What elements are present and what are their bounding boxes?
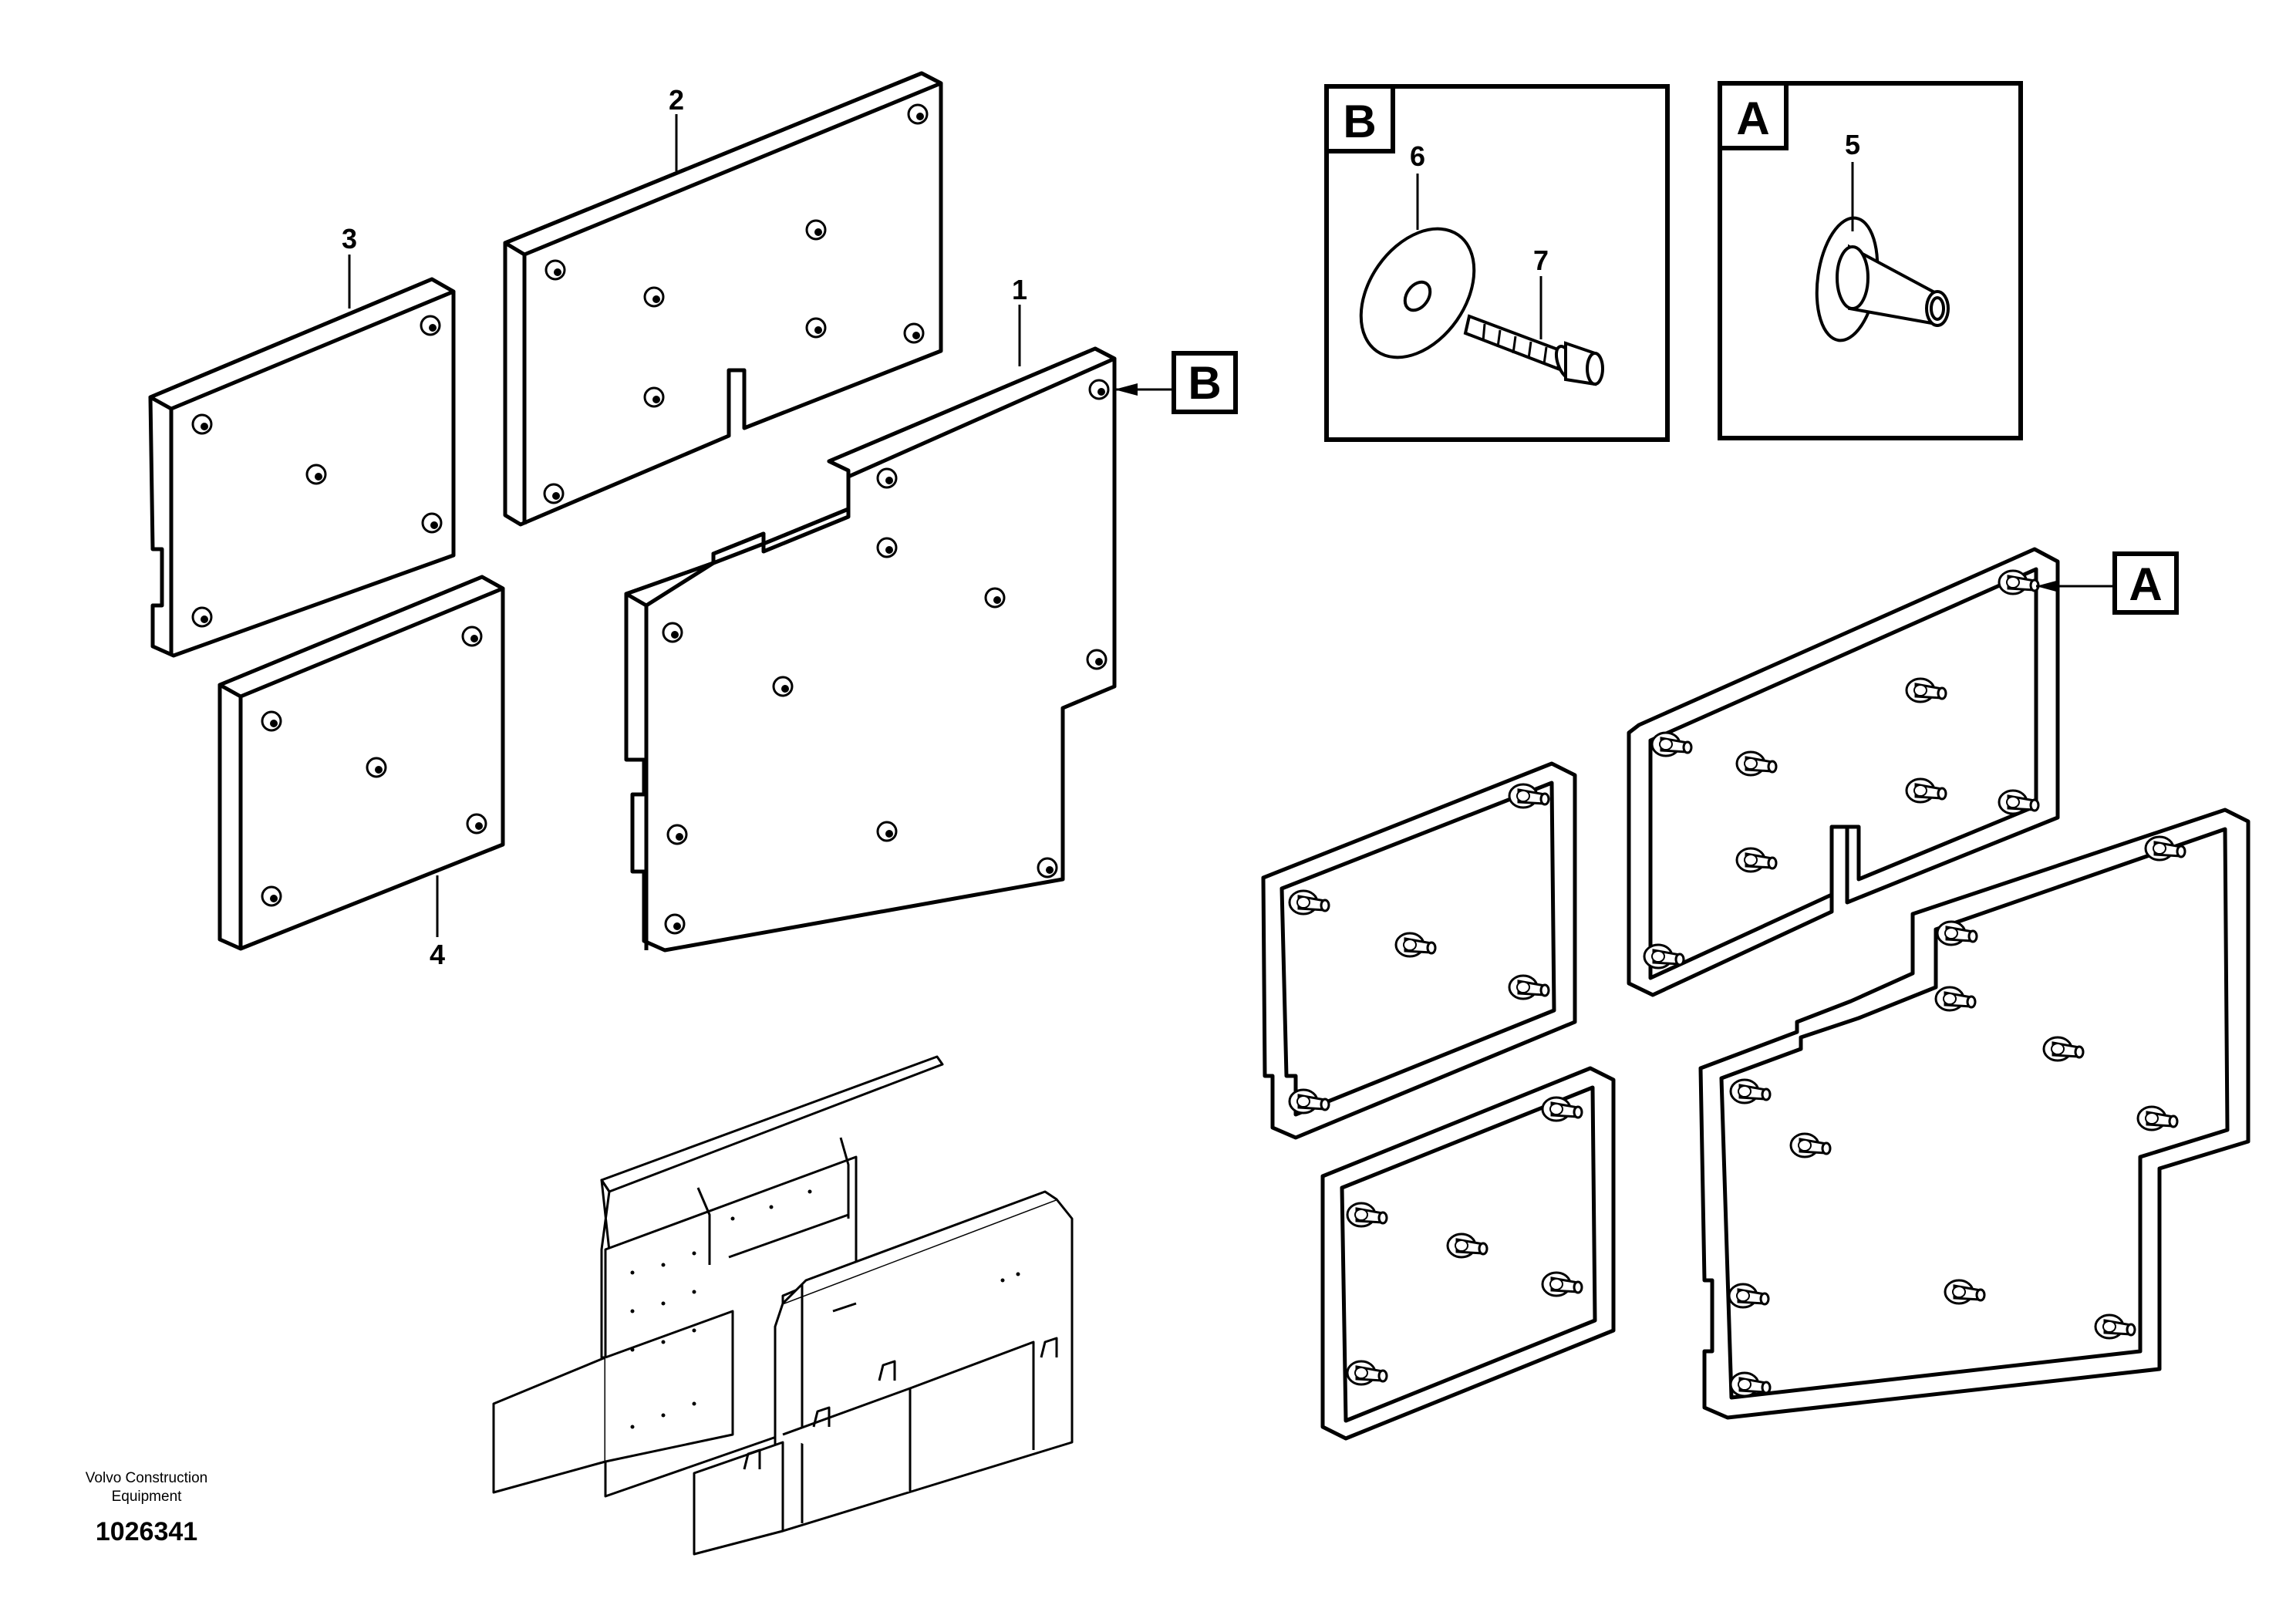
callout-7: 7 bbox=[1533, 244, 1549, 276]
stud-part-5 bbox=[1815, 216, 1950, 342]
detail-a-title: A bbox=[1736, 93, 1769, 144]
detail-b-reference-box bbox=[1172, 351, 1238, 414]
callout-6: 6 bbox=[1410, 140, 1425, 172]
footer-block: Volvo Construction Equipment 1026341 bbox=[46, 1469, 247, 1547]
panel-part-3 bbox=[148, 277, 456, 658]
drawing-number: 1026341 bbox=[95, 1517, 198, 1546]
arrow-to-detail-b bbox=[1114, 383, 1138, 396]
panel-part-4 bbox=[217, 575, 505, 951]
panel-part-2 bbox=[503, 71, 943, 527]
bolt-part-7 bbox=[1463, 314, 1604, 386]
rear-panel-upper bbox=[1627, 547, 2060, 997]
company-name-line2: Equipment bbox=[111, 1489, 182, 1505]
company-name-line1: Volvo Construction bbox=[85, 1470, 208, 1486]
panel-part-1 bbox=[624, 346, 1117, 953]
callout-2: 2 bbox=[669, 84, 684, 116]
callout-3: 3 bbox=[342, 223, 357, 255]
washer-part-6 bbox=[1359, 227, 1476, 359]
arrow-to-detail-a bbox=[2036, 580, 2059, 592]
callout-4: 4 bbox=[430, 939, 445, 970]
detail-b-frame bbox=[1324, 84, 1670, 442]
detail-b-reference-label: B bbox=[1188, 357, 1221, 409]
detail-a-reference-label: A bbox=[2129, 558, 2162, 610]
detail-b-title: B bbox=[1343, 96, 1376, 147]
machine-overview-dots bbox=[630, 1189, 1020, 1429]
callout-leaders-detail-b bbox=[1416, 174, 1542, 339]
machine-overview bbox=[492, 1055, 1074, 1556]
detail-a-reference-box bbox=[2112, 551, 2179, 615]
callout-5: 5 bbox=[1845, 129, 1860, 160]
rear-panel-large bbox=[1698, 808, 2250, 1420]
callout-1: 1 bbox=[1012, 274, 1027, 305]
